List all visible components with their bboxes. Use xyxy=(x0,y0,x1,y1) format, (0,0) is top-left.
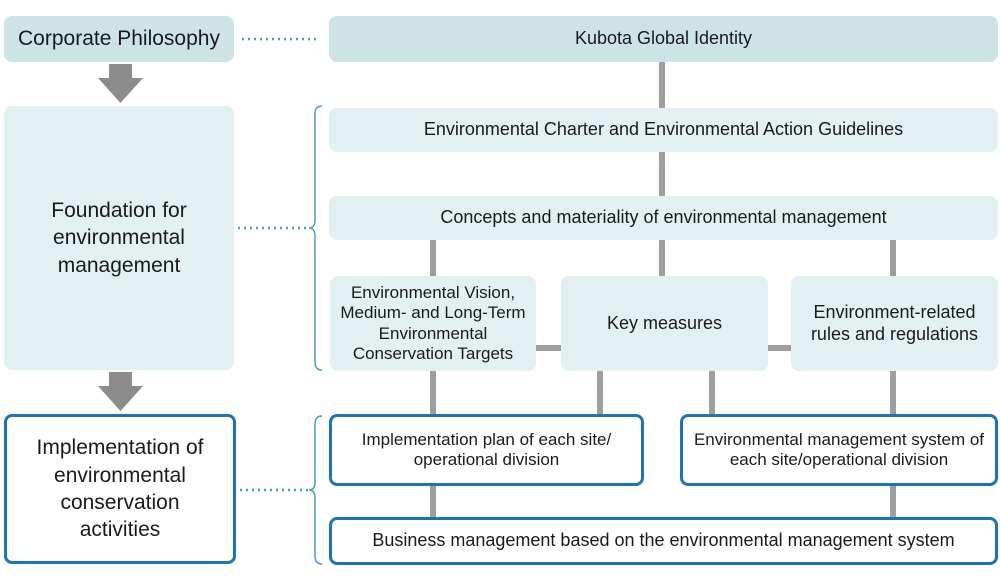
key-measures-box: Key measures xyxy=(561,276,768,371)
implementation-box: Implementation of environmental conserva… xyxy=(4,414,236,564)
down-arrow-icon xyxy=(98,64,143,103)
implementation-label: Implementation of environmental conserva… xyxy=(36,436,204,542)
bracket-foundation xyxy=(308,105,323,371)
dotted-links xyxy=(238,37,320,492)
kubota-identity-label: Kubota Global Identity xyxy=(574,28,753,49)
vision-box: Environmental Vision, Medium- and Long-T… xyxy=(330,276,536,371)
kubota-identity-box: Kubota Global Identity xyxy=(329,16,998,62)
charter-box: Environmental Charter and Environmental … xyxy=(329,108,998,152)
foundation-box: Foundation for environmental management xyxy=(4,106,234,370)
bracket-lines xyxy=(308,105,323,565)
concepts-label: Concepts and materiality of environmenta… xyxy=(440,207,887,228)
ems-box: Environmental management system of each … xyxy=(680,414,998,486)
rules-label: Environment-related rules and regulation… xyxy=(810,301,979,344)
business-management-label: Business management based on the environ… xyxy=(372,530,955,551)
business-management-box: Business management based on the environ… xyxy=(329,517,998,565)
corporate-philosophy-box: Corporate Philosophy xyxy=(4,16,234,62)
bracket-implementation xyxy=(308,415,323,565)
rules-box: Environment-related rules and regulation… xyxy=(791,276,998,371)
connector-lines xyxy=(430,62,896,517)
foundation-label: Foundation for environmental management xyxy=(51,199,187,277)
implementation-plan-label: Implementation plan of each site/ operat… xyxy=(361,429,612,469)
corporate-philosophy-label: Corporate Philosophy xyxy=(18,27,220,51)
key-measures-label: Key measures xyxy=(606,312,723,333)
vision-label: Environmental Vision, Medium- and Long-T… xyxy=(340,283,526,363)
implementation-plan-box: Implementation plan of each site/ operat… xyxy=(329,414,644,486)
concepts-box: Concepts and materiality of environmenta… xyxy=(329,196,998,240)
down-arrow-icon xyxy=(98,372,143,411)
charter-label: Environmental Charter and Environmental … xyxy=(423,119,904,140)
ems-label: Environmental management system of each … xyxy=(693,429,985,469)
